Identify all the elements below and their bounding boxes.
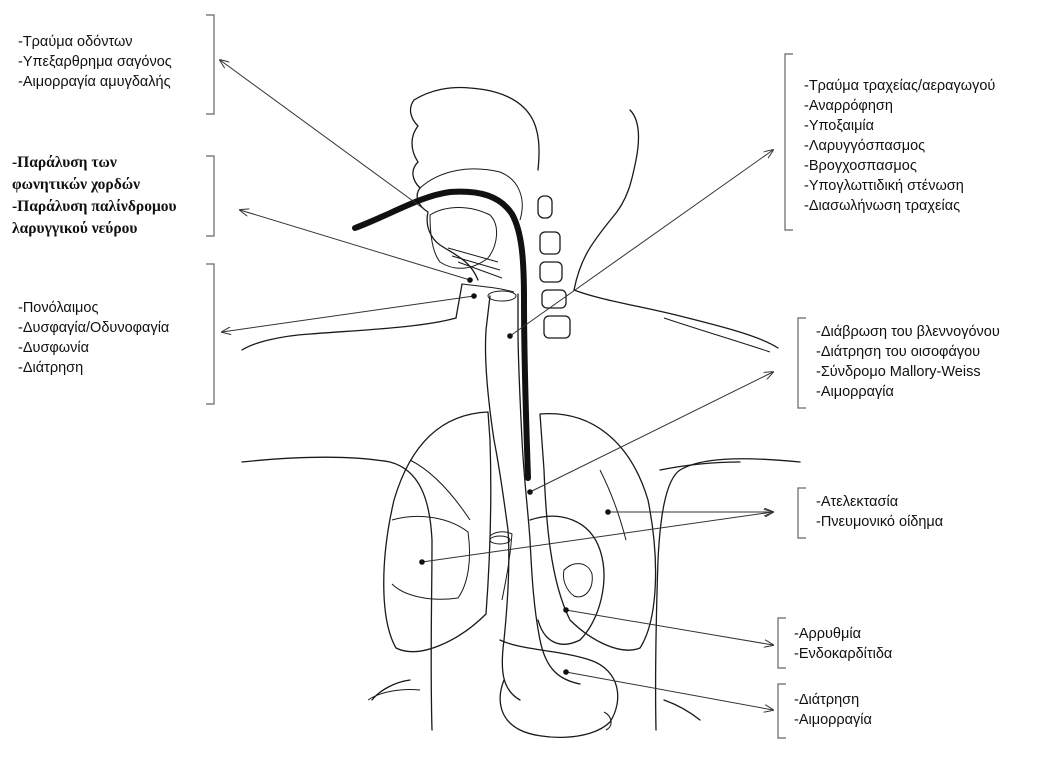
endoscope — [355, 192, 528, 478]
label-line: -Παράλυση παλίνδρομου — [12, 196, 177, 218]
label-line: -Δυσφωνία — [18, 338, 169, 358]
label-line: -Υπογλωττιδική στένωση — [804, 176, 995, 196]
label-brackets — [206, 15, 806, 738]
esophagus-tube — [485, 291, 580, 700]
label-heart: -Αρρυθμία -Ενδοκαρδίτιδα — [794, 624, 892, 664]
label-trachea: -Τραύμα τραχείας/αεραγωγού -Αναρρόφηση -… — [804, 76, 995, 216]
label-line: -Διάτρηση — [794, 690, 872, 710]
label-line: -Πονόλαιμος — [18, 298, 169, 318]
label-line: -Τραύμα οδόντων — [18, 32, 172, 52]
label-line: -Ατελεκτασία — [816, 492, 943, 512]
label-line: λαρυγγικού νεύρου — [12, 218, 177, 240]
label-line: -Δυσφαγία/Οδυνοφαγία — [18, 318, 169, 338]
label-line: -Υπεξαρθρημα σαγόνος — [18, 52, 172, 72]
label-line: -Ενδοκαρδίτιδα — [794, 644, 892, 664]
label-line: -Διάτρηση του οισοφάγου — [816, 342, 1000, 362]
label-line: -Τραύμα τραχείας/αεραγωγού — [804, 76, 995, 96]
pointer-arrows — [220, 60, 773, 710]
label-line: -Πνευμονικό οίδημα — [816, 512, 943, 532]
label-line: -Διάτρηση — [18, 358, 169, 378]
label-teeth-jaw: -Τραύμα οδόντων -Υπεξαρθρημα σαγόνος -Αι… — [18, 32, 172, 92]
heart — [490, 516, 604, 644]
label-lungs: -Ατελεκτασία -Πνευμονικό οίδημα — [816, 492, 943, 532]
lungs — [384, 412, 656, 652]
label-line: -Αρρυθμία — [794, 624, 892, 644]
stomach — [368, 640, 618, 737]
oral-cavity — [420, 169, 522, 292]
label-line: -Διασωλήνωση τραχείας — [804, 196, 995, 216]
label-line: -Βρογχοσπασμος — [804, 156, 995, 176]
pointer-dots — [419, 277, 611, 675]
label-vocal-nerve: -Παράλυση των φωνητικών χορδών -Παράλυση… — [12, 152, 177, 240]
label-esophagus: -Διάβρωση του βλεννογόνου -Διάτρηση του … — [816, 322, 1000, 402]
label-line: -Παράλυση των — [12, 152, 177, 174]
label-line: -Σύνδρομο Mallory-Weiss — [816, 362, 1000, 382]
cervical-vertebrae — [538, 196, 570, 338]
label-line: -Υποξαιμία — [804, 116, 995, 136]
label-stomach: -Διάτρηση -Αιμορραγία — [794, 690, 872, 730]
label-line: -Αιμορραγία αμυγδαλής — [18, 72, 172, 92]
label-line: φωνητικών χορδών — [12, 174, 177, 196]
label-pharynx: -Πονόλαιμος -Δυσφαγία/Οδυνοφαγία -Δυσφων… — [18, 298, 169, 378]
label-line: -Αναρρόφηση — [804, 96, 995, 116]
label-line: -Αιμορραγία — [794, 710, 872, 730]
label-line: -Διάβρωση του βλεννογόνου — [816, 322, 1000, 342]
label-line: -Λαρυγγόσπασμος — [804, 136, 995, 156]
label-line: -Αιμορραγία — [816, 382, 1000, 402]
